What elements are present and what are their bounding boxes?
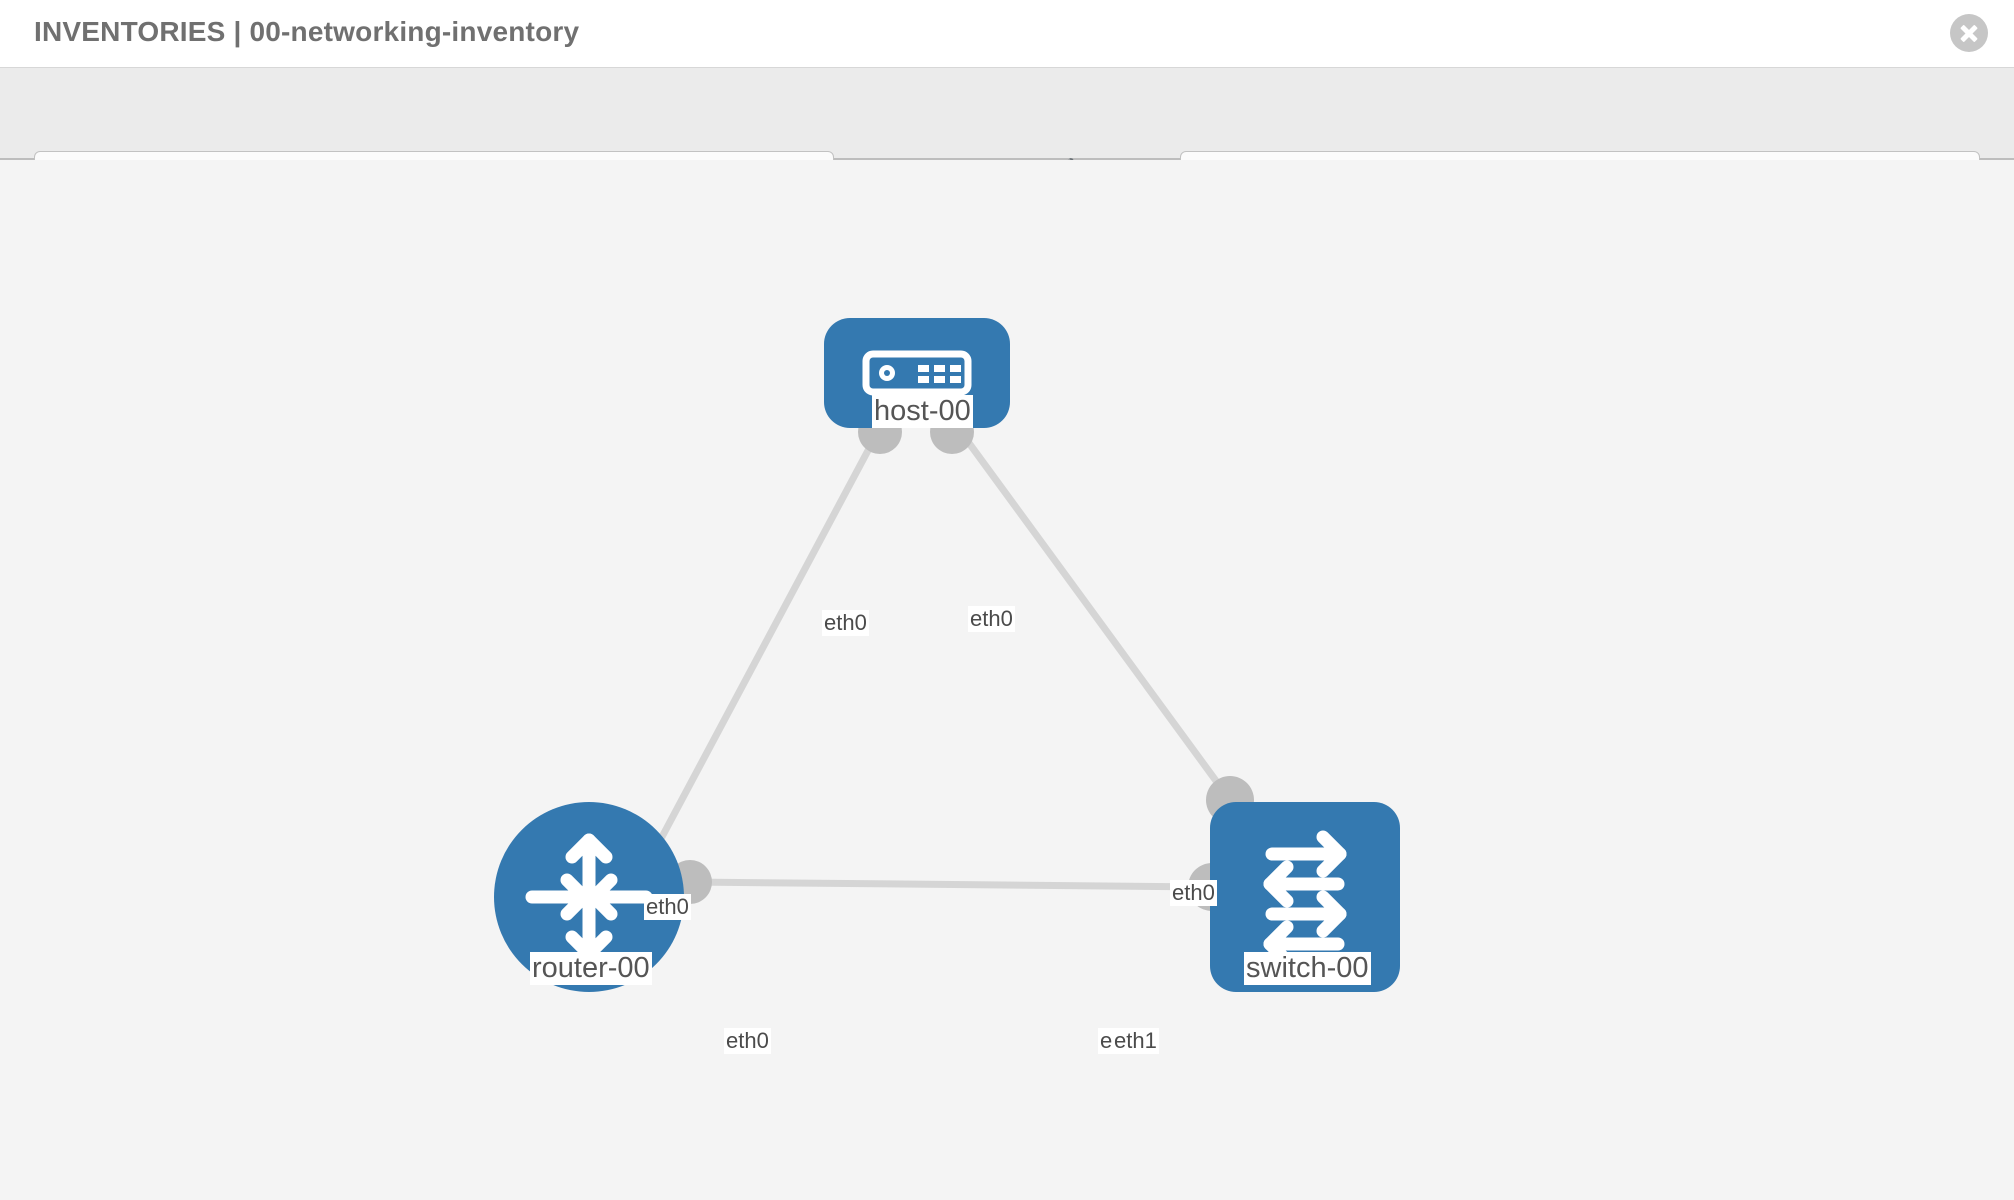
- link-host-router: [651, 426, 884, 852]
- window-header: INVENTORIES | 00-networking-inventory: [0, 0, 2014, 68]
- toolbar: ACTIONS SEARCH: [0, 68, 2014, 201]
- topology-canvas[interactable]: host-00 router-00 switch-00 eth0 eth0 et…: [0, 160, 2014, 1200]
- switch-arrows-icon: [1263, 830, 1347, 968]
- link-host-switch: [955, 425, 1233, 803]
- close-icon[interactable]: [1950, 14, 1988, 52]
- topology-node-host-00[interactable]: [824, 318, 1010, 428]
- router-arrows-icon: [525, 833, 653, 961]
- page-title: INVENTORIES | 00-networking-inventory: [34, 16, 580, 47]
- link-router-switch: [689, 878, 1213, 891]
- topology-links: [651, 410, 1254, 911]
- server-icon: [862, 350, 972, 396]
- topology-node-switch-00[interactable]: [1210, 802, 1400, 992]
- topology-node-router-00[interactable]: [494, 802, 684, 992]
